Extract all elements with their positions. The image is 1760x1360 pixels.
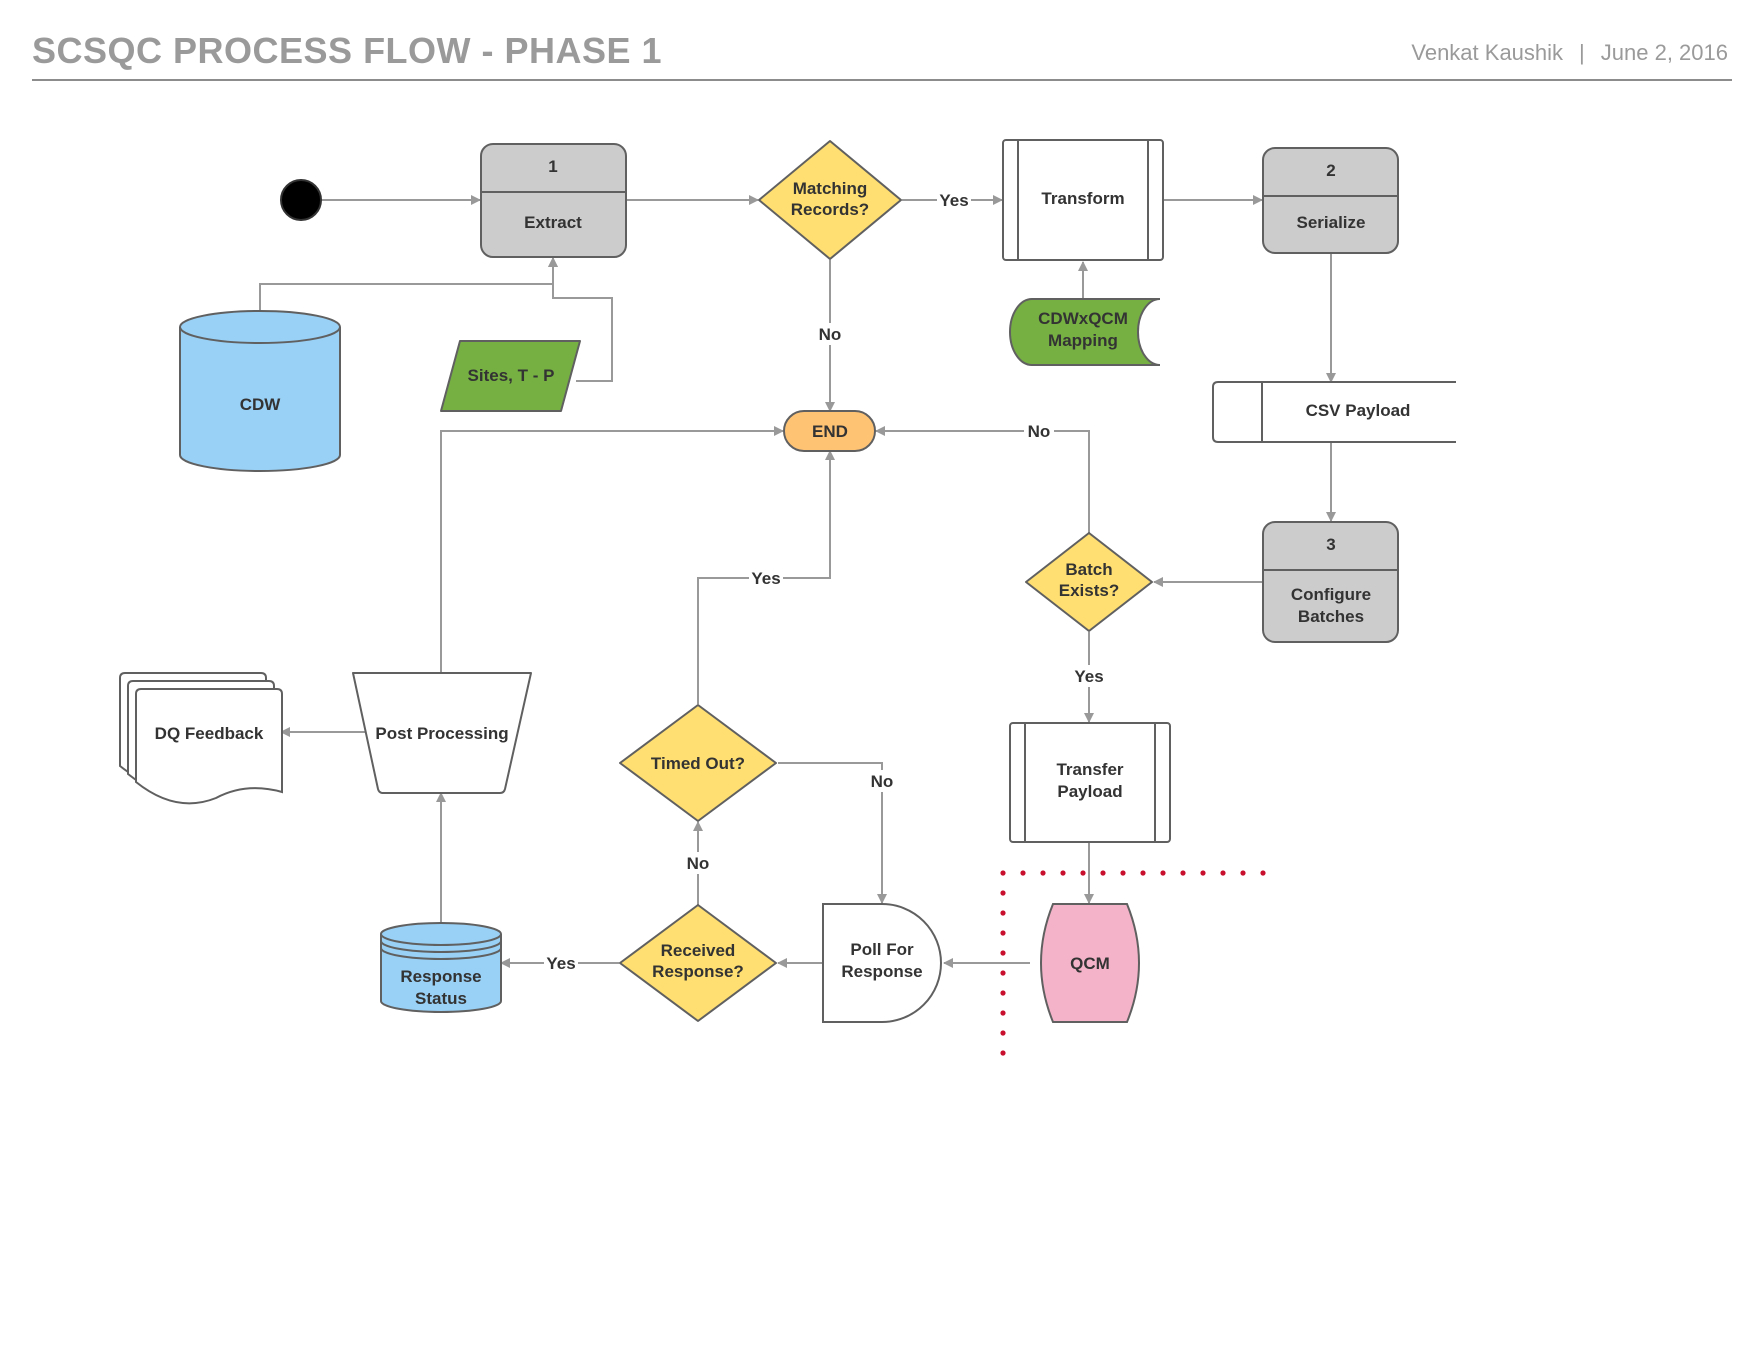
configure-batches-process[interactable]: 3 Configure Batches bbox=[1262, 521, 1399, 643]
boundary-dot bbox=[1000, 1050, 1006, 1056]
received-line1: Received bbox=[661, 941, 736, 960]
end-label: END bbox=[812, 422, 848, 441]
edge-labels: Yes No No Yes Yes No No Yes bbox=[544, 189, 1106, 974]
serialize-number: 2 bbox=[1326, 161, 1335, 180]
csv-payload-label: CSV Payload bbox=[1306, 401, 1411, 420]
configure-number: 3 bbox=[1326, 535, 1335, 554]
boundary-dot bbox=[1000, 870, 1006, 876]
csv-payload-store[interactable]: CSV Payload bbox=[1212, 381, 1456, 443]
poll-line1: Poll For bbox=[850, 940, 914, 959]
cdw-database[interactable]: CDW bbox=[179, 310, 341, 472]
edge-label-batch-yes: Yes bbox=[1074, 667, 1103, 686]
connector-post-end bbox=[440, 426, 784, 672]
edge-label-received-yes: Yes bbox=[546, 954, 575, 973]
extract-number: 1 bbox=[548, 157, 557, 176]
configure-line2: Batches bbox=[1298, 607, 1364, 626]
connector-cdw-extract bbox=[259, 257, 558, 311]
end-terminator[interactable]: END bbox=[783, 410, 876, 452]
edge-label-received-no: No bbox=[687, 854, 710, 873]
boundary-dot bbox=[1060, 870, 1066, 876]
page-title: SCSQC PROCESS FLOW - PHASE 1 bbox=[32, 30, 663, 71]
boundary-dot bbox=[1200, 870, 1206, 876]
boundary-dot bbox=[1220, 870, 1226, 876]
edge-label-batch-no: No bbox=[1028, 422, 1051, 441]
configure-line1: Configure bbox=[1291, 585, 1371, 604]
response-status-database[interactable]: Response Status bbox=[380, 922, 502, 1013]
header-meta: Venkat Kaushik | June 2, 2016 bbox=[1411, 40, 1728, 66]
post-processing-operation[interactable]: Post Processing bbox=[352, 672, 532, 794]
batch-exists-line2: Exists? bbox=[1059, 581, 1119, 600]
boundary-dots-vertical bbox=[1000, 890, 1006, 1056]
matching-records-decision[interactable]: Matching Records? bbox=[758, 140, 902, 260]
edge-label-timed-yes: Yes bbox=[751, 569, 780, 588]
boundary-dot bbox=[1000, 930, 1006, 936]
post-processing-label: Post Processing bbox=[375, 724, 508, 743]
mapping-line2: Mapping bbox=[1048, 331, 1118, 350]
transform-label: Transform bbox=[1041, 189, 1124, 208]
mapping-stored-data[interactable]: CDWxQCM Mapping bbox=[1009, 298, 1161, 366]
transform-process[interactable]: Transform bbox=[1002, 139, 1164, 261]
transfer-line2: Payload bbox=[1057, 782, 1122, 801]
transfer-payload-process[interactable]: Transfer Payload bbox=[1009, 722, 1171, 843]
boundary-dot bbox=[1080, 870, 1086, 876]
mapping-line1: CDWxQCM bbox=[1038, 309, 1128, 328]
header-separator: | bbox=[1579, 40, 1585, 65]
connector-batch-end bbox=[875, 426, 1090, 533]
start-node[interactable] bbox=[280, 179, 322, 221]
connectors bbox=[259, 195, 1336, 968]
qcm-storage[interactable]: QCM bbox=[1040, 903, 1140, 1023]
boundary-dot bbox=[1260, 870, 1266, 876]
qcm-boundary bbox=[1000, 870, 1266, 1056]
batch-exists-line1: Batch bbox=[1065, 560, 1112, 579]
sites-data-input[interactable]: Sites, T - P bbox=[440, 340, 581, 412]
edge-label-matching-yes: Yes bbox=[939, 191, 968, 210]
poll-line2: Response bbox=[841, 962, 922, 981]
boundary-dot bbox=[1100, 870, 1106, 876]
batch-exists-decision[interactable]: Batch Exists? bbox=[1025, 532, 1153, 632]
timed-out-label: Timed Out? bbox=[651, 754, 745, 773]
boundary-dots-horizontal bbox=[1000, 870, 1266, 876]
boundary-dot bbox=[1000, 910, 1006, 916]
dq-feedback-documents[interactable]: DQ Feedback bbox=[119, 672, 283, 805]
qcm-label: QCM bbox=[1070, 954, 1110, 973]
received-response-decision[interactable]: Received Response? bbox=[619, 904, 777, 1022]
response-status-line2: Status bbox=[415, 989, 467, 1008]
timed-out-decision[interactable]: Timed Out? bbox=[619, 704, 777, 822]
boundary-dot bbox=[1000, 950, 1006, 956]
boundary-dot bbox=[1000, 890, 1006, 896]
received-line2: Response? bbox=[652, 962, 744, 981]
transfer-line1: Transfer bbox=[1056, 760, 1123, 779]
connector-timed-poll bbox=[778, 762, 887, 904]
response-status-line1: Response bbox=[400, 967, 481, 986]
dq-feedback-label: DQ Feedback bbox=[155, 724, 264, 743]
boundary-dot bbox=[1040, 870, 1046, 876]
boundary-dot bbox=[1020, 870, 1026, 876]
matching-records-line2: Records? bbox=[791, 200, 869, 219]
boundary-dot bbox=[1140, 870, 1146, 876]
serialize-process[interactable]: 2 Serialize bbox=[1262, 147, 1399, 254]
matching-records-line1: Matching bbox=[793, 179, 868, 198]
extract-process[interactable]: 1 Extract bbox=[480, 143, 627, 258]
edge-label-matching-no: No bbox=[819, 325, 842, 344]
boundary-dot bbox=[1000, 1010, 1006, 1016]
boundary-dot bbox=[1160, 870, 1166, 876]
boundary-dot bbox=[1000, 970, 1006, 976]
author-name: Venkat Kaushik bbox=[1411, 40, 1564, 65]
poll-for-response-delay[interactable]: Poll For Response bbox=[822, 903, 942, 1023]
connector-sites-extract bbox=[548, 257, 613, 382]
boundary-dot bbox=[1000, 1030, 1006, 1036]
document-date: June 2, 2016 bbox=[1600, 40, 1728, 65]
boundary-dot bbox=[1240, 870, 1246, 876]
edge-label-timed-no: No bbox=[871, 772, 894, 791]
header-rule bbox=[32, 79, 1732, 81]
cdw-label: CDW bbox=[240, 395, 282, 414]
extract-label: Extract bbox=[524, 213, 582, 232]
boundary-dot bbox=[1120, 870, 1126, 876]
serialize-label: Serialize bbox=[1297, 213, 1366, 232]
boundary-dot bbox=[1180, 870, 1186, 876]
boundary-dot bbox=[1000, 990, 1006, 996]
sites-label: Sites, T - P bbox=[468, 366, 555, 385]
